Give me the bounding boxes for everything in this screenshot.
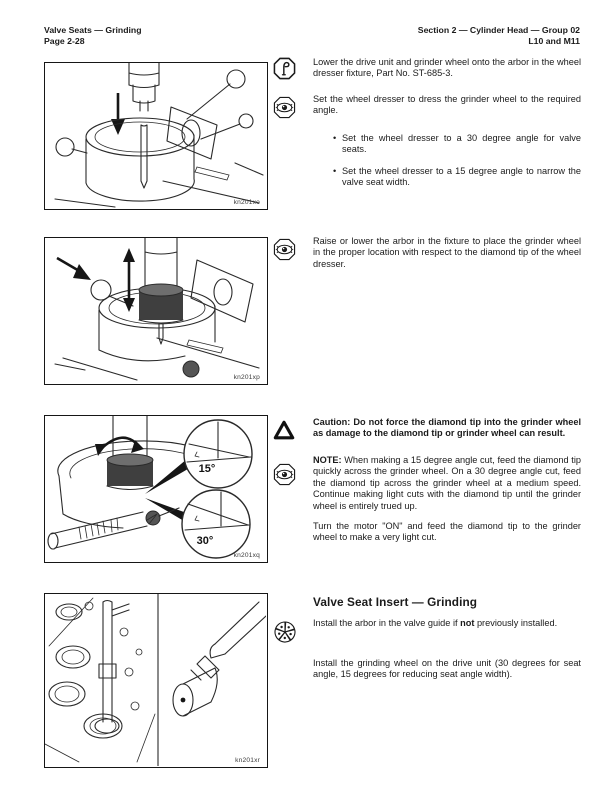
wheel-dresser-fixture-drawing <box>54 63 264 208</box>
step-text: Install the arbor in the valve guide if … <box>313 618 558 628</box>
step-text: Turn the motor "ON" and feed the diamond… <box>313 521 581 543</box>
bullet-item: Set the wheel dresser to a 15 degree ang… <box>333 166 581 189</box>
inspect-eye-icon <box>273 236 313 270</box>
icon-spacer <box>273 521 313 544</box>
icon-spacer <box>273 133 313 199</box>
instruction-block-3: Caution: Do not force the diamond tip in… <box>273 417 581 553</box>
step-text: Install the grinding wheel on the drive … <box>313 658 581 680</box>
angle-bottom-label: 30° <box>197 535 214 547</box>
figure-valve-seat-insert: kn201xr <box>44 593 268 768</box>
special-tool-icon <box>273 57 313 85</box>
step-text: Lower the drive unit and grinder wheel o… <box>313 57 581 79</box>
figure-code: kn201xq <box>233 552 260 559</box>
bullet-item: Set the wheel dresser to a 30 degree ang… <box>333 133 581 156</box>
figure-code: kn201xo <box>233 199 260 206</box>
figure-lower-drive-unit: kn201xo <box>44 62 268 210</box>
caution-text: Caution: Do not force the diamond tip in… <box>313 417 581 439</box>
instruction-block-4: Valve Seat Insert — Grinding <box>273 595 581 690</box>
angle-callouts-drawing: 15° 30° <box>47 416 253 559</box>
inspect-eye-icon <box>273 455 313 512</box>
figure-code: kn201xp <box>233 374 260 381</box>
header-right: Section 2 — Cylinder Head — Group 02 L10… <box>418 25 580 46</box>
emphasis-not: not <box>460 618 475 628</box>
page-header: Valve Seats — Grinding Page 2-28 Section… <box>44 25 580 46</box>
header-page-number: Page 2-28 <box>44 35 85 46</box>
segmented-wheel-icon <box>273 618 313 649</box>
arbor-and-wheel-drawing <box>45 594 266 766</box>
header-section-title: Section 2 — Cylinder Head — Group 02 <box>417 25 580 35</box>
header-engine-models: L10 and M11 <box>528 35 580 46</box>
header-left: Valve Seats — Grinding Page 2-28 <box>44 25 142 46</box>
instruction-block-1: Lower the drive unit and grinder wheel o… <box>273 57 581 208</box>
note-label: NOTE: <box>313 455 342 465</box>
note-text: NOTE: When making a 15 degree angle cut,… <box>313 455 581 511</box>
step-text: Raise or lower the arbor in the fixture … <box>313 236 581 269</box>
angle-top-label: 15° <box>199 463 216 475</box>
arbor-adjustment-drawing <box>54 238 260 381</box>
step-text: Set the wheel dresser to dress the grind… <box>313 94 581 116</box>
figure-dresser-angles: 15° 30° kn201xq <box>44 415 268 563</box>
caution-triangle-icon <box>273 417 313 446</box>
angle-bullet-list: Set the wheel dresser to a 30 degree ang… <box>313 133 581 189</box>
icon-spacer <box>273 658 313 681</box>
section-heading: Valve Seat Insert — Grinding <box>313 595 478 609</box>
figure-code: kn201xr <box>235 757 260 764</box>
figure-raise-lower-arbor: kn201xp <box>44 237 268 385</box>
inspect-eye-icon <box>273 94 313 124</box>
header-chapter-title: Valve Seats — Grinding <box>44 25 142 35</box>
instruction-block-2: Raise or lower the arbor in the fixture … <box>273 236 581 279</box>
